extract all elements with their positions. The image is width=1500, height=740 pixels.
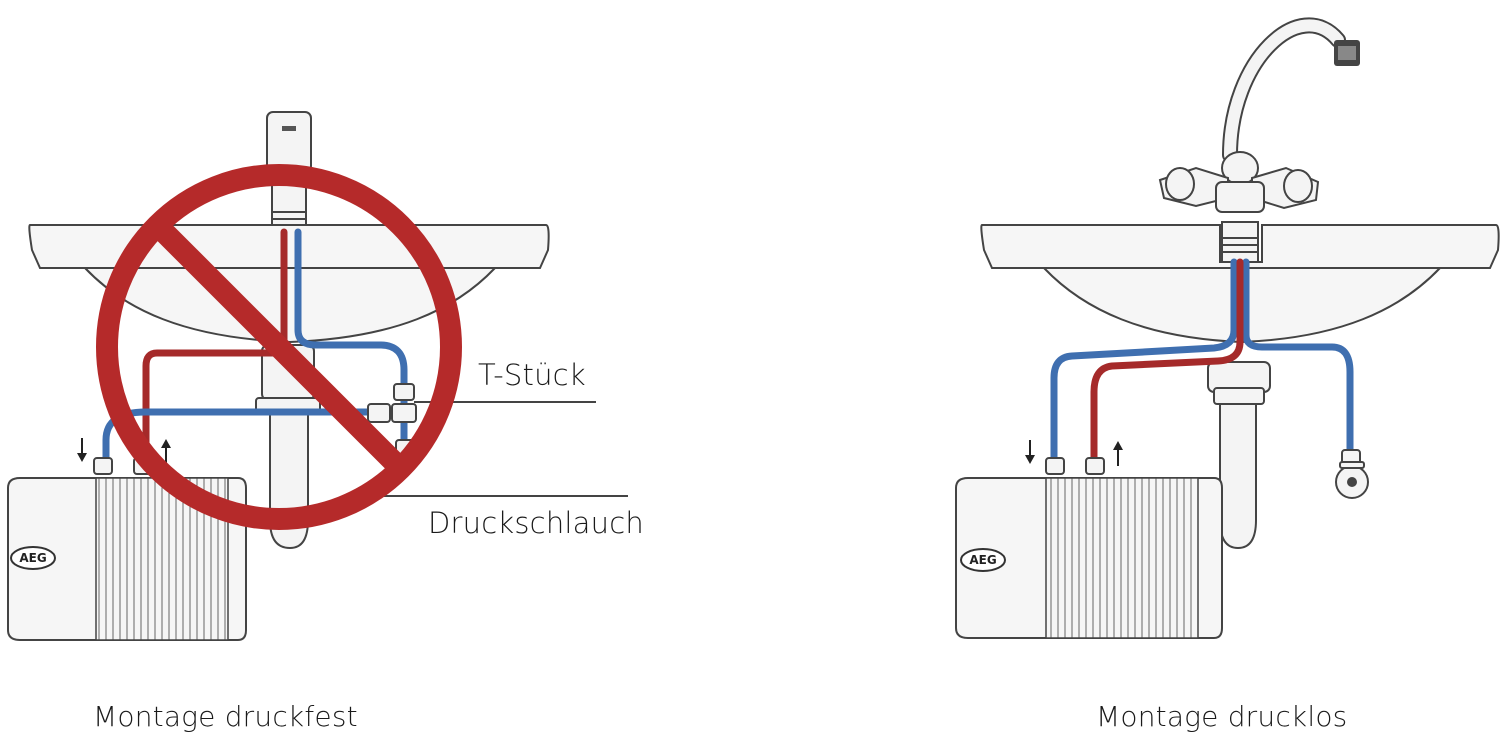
water-heater-right: AEG: [955, 440, 1223, 639]
svg-text:AEG: AEG: [969, 553, 996, 567]
brand-logo: AEG: [960, 548, 1006, 572]
caption-pressure-installation: Montage druckfest: [93, 700, 358, 733]
right-diagram: AEG: [955, 17, 1500, 639]
caption-unpressurized-installation: Montage drucklos: [1096, 700, 1348, 733]
hot-water-pipe: [1090, 258, 1244, 464]
cold-water-pipe: [1050, 258, 1354, 464]
svg-text:AEG: AEG: [19, 551, 46, 565]
pressure-hose-label: Druckschlauch: [428, 506, 644, 540]
water-heater-left: AEG: [7, 438, 247, 641]
angle-valve: [1335, 449, 1369, 499]
brand-logo: AEG: [10, 546, 56, 570]
t-piece-label: T-Stück: [478, 358, 586, 392]
prohibition-icon: [96, 164, 462, 530]
left-diagram: AEG: [7, 111, 628, 641]
mixer-tap: [1158, 151, 1320, 263]
siphon: [1207, 361, 1271, 550]
